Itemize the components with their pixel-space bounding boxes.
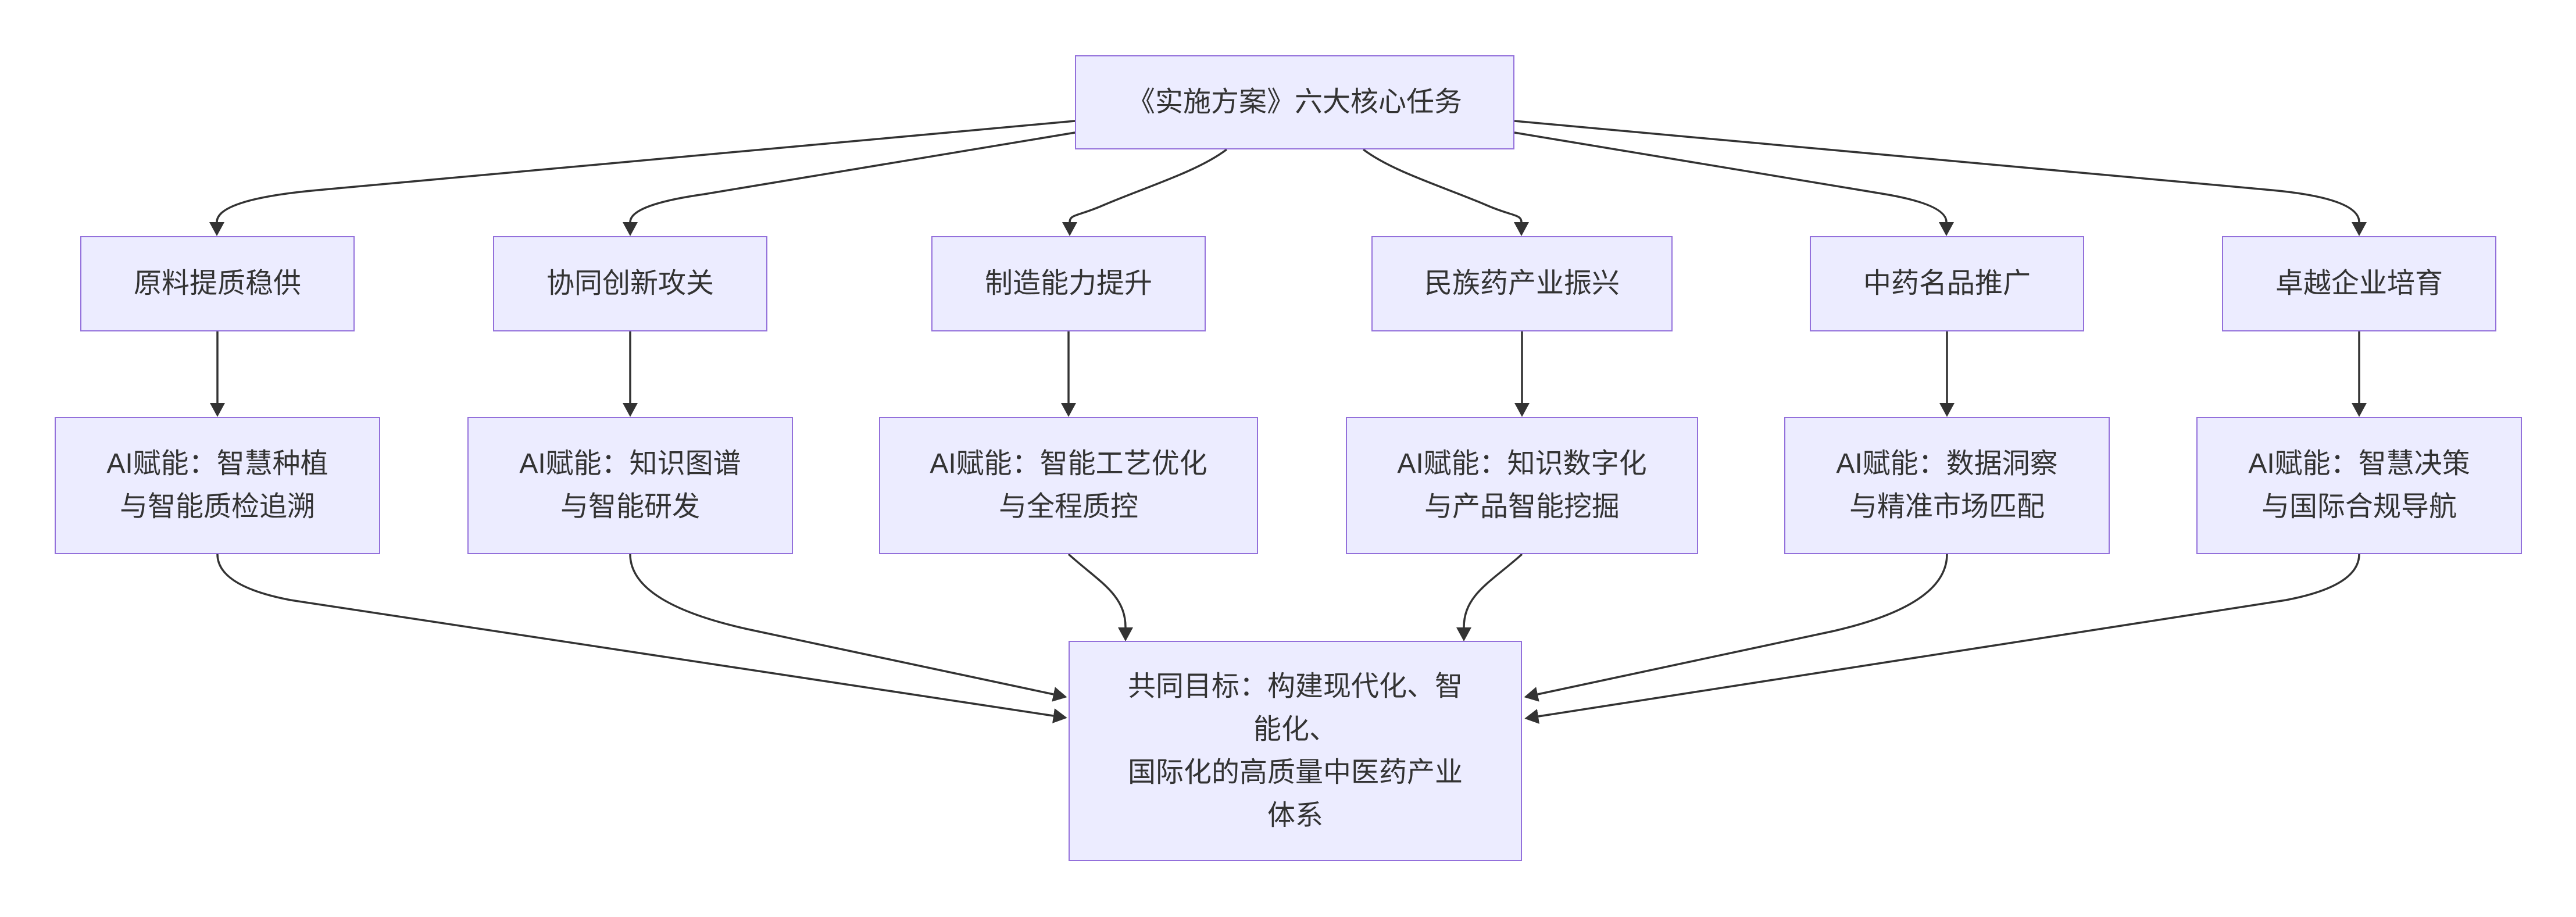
node-label-line: 国际化的高质量中医药产业 (1127, 757, 1463, 788)
edge-root-task6 (1514, 120, 2367, 236)
node-label-line: AI赋能：智慧决策 (2248, 448, 2470, 479)
node-ai-4: AI赋能：知识数字化 与产品智能挖掘 (1346, 417, 1698, 554)
node-label: 《实施方案》六大核心任务 (1127, 81, 1462, 124)
node-label: 协同创新攻关 (546, 262, 714, 305)
node-root-task: 《实施方案》六大核心任务 (1075, 55, 1514, 149)
node-task-3: 制造能力提升 (931, 236, 1206, 331)
node-label-line: AI赋能：知识图谱 (519, 448, 741, 479)
node-label-line: 中药名品推广 (1863, 268, 2031, 299)
node-label-line: 制造能力提升 (984, 268, 1152, 299)
node-label-line: 与智能研发 (560, 491, 700, 522)
node-task-1: 原料提质稳供 (80, 236, 355, 331)
node-label: AI赋能：智慧种植 与智能质检追溯 (106, 443, 328, 529)
node-label: AI赋能：知识数字化 与产品智能挖掘 (1397, 443, 1646, 529)
edge-root-task5 (1514, 131, 1954, 236)
node-label-line: 协同创新攻关 (546, 268, 714, 299)
node-ai-2: AI赋能：知识图谱 与智能研发 (467, 417, 793, 554)
edge-root-task4 (1362, 148, 1529, 236)
edge-ai5-goal (1524, 554, 1948, 702)
edge-ai6-goal (1524, 554, 2360, 724)
node-task-6: 卓越企业培育 (2222, 236, 2496, 331)
node-label-line: 能化、 (1253, 713, 1337, 745)
node-label-line: 与产品智能挖掘 (1424, 491, 1620, 522)
edge-ai2-goal (629, 554, 1067, 702)
node-label: AI赋能：智能工艺优化 与全程质控 (930, 443, 1207, 529)
node-label: AI赋能：数据洞察 与精准市场匹配 (1836, 443, 2057, 529)
node-ai-6: AI赋能：智慧决策 与国际合规导航 (2196, 417, 2522, 554)
edge-root-task1 (209, 120, 1076, 236)
node-label: 卓越企业培育 (2275, 262, 2443, 305)
node-label-line: AI赋能：智能工艺优化 (930, 448, 1207, 479)
node-task-4: 民族药产业振兴 (1371, 236, 1673, 331)
node-label-line: 与国际合规导航 (2261, 491, 2457, 522)
node-label: AI赋能：知识图谱 与智能研发 (519, 443, 741, 529)
node-label-line: 《实施方案》六大核心任务 (1127, 87, 1462, 117)
node-label: 原料提质稳供 (134, 262, 301, 305)
node-ai-5: AI赋能：数据洞察 与精准市场匹配 (1784, 417, 2110, 554)
node-ai-1: AI赋能：智慧种植 与智能质检追溯 (55, 417, 380, 554)
node-label-line: 与智能质检追溯 (119, 491, 315, 522)
edge-ai1-goal (216, 554, 1067, 723)
node-ai-3: AI赋能：智能工艺优化 与全程质控 (879, 417, 1258, 554)
node-label-line: AI赋能：数据洞察 (1836, 448, 2058, 479)
node-label-line: 体系 (1267, 800, 1323, 831)
node-goal: 共同目标：构建现代化、智 能化、 国际化的高质量中医药产业 体系 (1069, 641, 1522, 861)
node-label: 共同目标：构建现代化、智 能化、 国际化的高质量中医药产业 体系 (1128, 665, 1463, 837)
node-task-5: 中药名品推广 (1810, 236, 2084, 331)
edge-ai4-goal (1456, 553, 1523, 641)
node-label-line: 共同目标：构建现代化、智 (1127, 670, 1463, 702)
node-label-line: 民族药产业振兴 (1424, 268, 1620, 299)
node-label-line: 与全程质控 (998, 491, 1138, 522)
node-label-line: 卓越企业培育 (2275, 268, 2443, 299)
node-label-line: AI赋能：知识数字化 (1397, 448, 1647, 479)
edge-root-task2 (623, 131, 1076, 236)
node-label: 民族药产业振兴 (1424, 262, 1620, 305)
node-label: AI赋能：智慧决策 与国际合规导航 (2248, 443, 2470, 529)
node-label: 制造能力提升 (985, 262, 1152, 305)
node-task-2: 协同创新攻关 (493, 236, 767, 331)
node-label-line: 原料提质稳供 (133, 268, 301, 299)
node-label: 中药名品推广 (1863, 262, 2031, 305)
node-label-line: 与精准市场匹配 (1849, 491, 2045, 522)
edge-ai3-goal (1067, 553, 1133, 641)
edge-root-task3 (1062, 148, 1228, 236)
node-label-line: AI赋能：智慧种植 (106, 448, 328, 479)
